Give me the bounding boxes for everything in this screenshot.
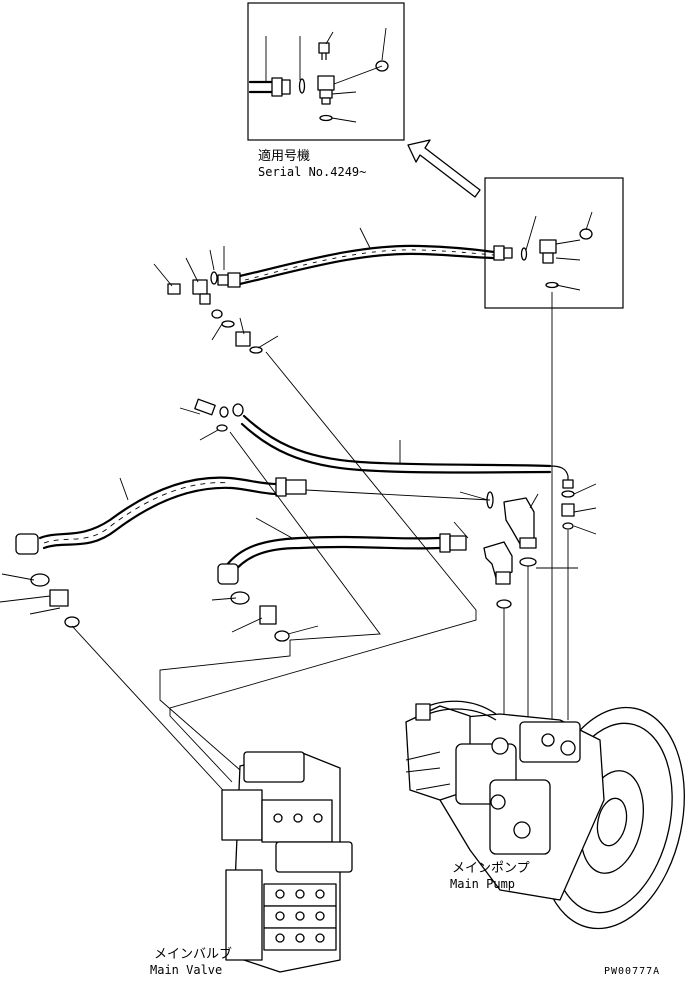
main-pump-label-jp: メインポンプ (452, 861, 530, 876)
upper-left-fittings (153, 246, 279, 354)
detail-inset-serial: 適用号機 Serial No.4249~ (247, 2, 405, 179)
routing-lines (71, 292, 569, 801)
callout-inset-right (484, 177, 624, 309)
left-hose-assembly (0, 476, 494, 628)
serial-label-en: Serial No.4249~ (258, 165, 366, 179)
callout-inset-frame (484, 177, 624, 309)
main-valve: メインバルブ Main Valve (150, 751, 353, 977)
upper-hose-assembly (217, 227, 513, 288)
detail-inset-frame (247, 2, 405, 141)
main-valve-label-en: Main Valve (150, 963, 222, 977)
main-pump: メインポンプ Main Pump (405, 700, 685, 930)
main-valve-label-jp: メインバルブ (154, 946, 232, 962)
drawing-code: PW00777A (604, 966, 660, 977)
middle-hose-assembly (179, 398, 574, 489)
reference-arrow (407, 139, 481, 198)
center-hose-assembly (211, 517, 469, 642)
main-pump-label-en: Main Pump (450, 877, 515, 891)
serial-label-jp: 適用号機 (258, 148, 310, 164)
pump-elbow-fittings (483, 483, 597, 609)
